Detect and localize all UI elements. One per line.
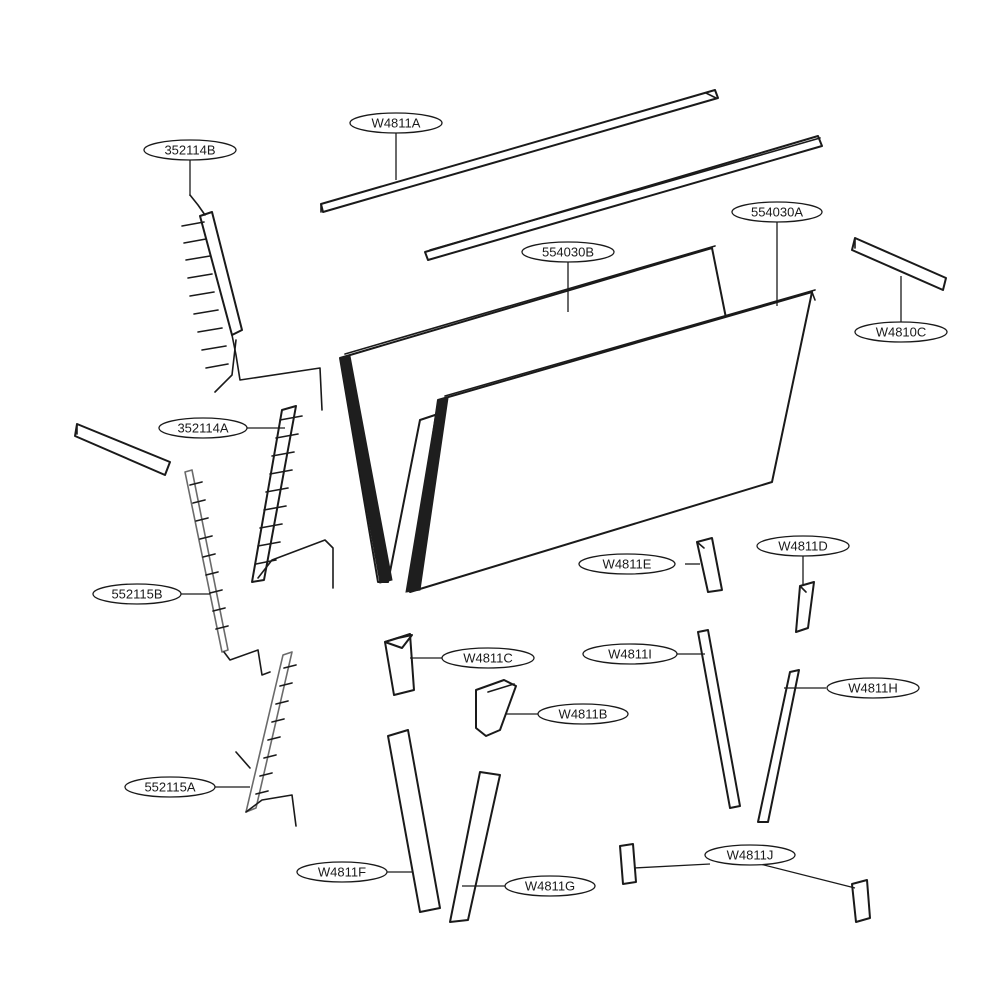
- callout-w4811e: W4811E: [578, 553, 676, 575]
- part-grille-352114a: [251, 405, 334, 589]
- part-strip-552115b: [184, 469, 271, 676]
- callout-label: W4811F: [318, 865, 366, 880]
- callout-label: 352114A: [177, 421, 228, 436]
- part-strip-w4811g: [449, 771, 501, 923]
- callout-w4811b: W4811B: [537, 703, 629, 725]
- callout-w4811f: W4811F: [296, 861, 388, 883]
- part-block-w4811b: [475, 679, 517, 737]
- callout-label: W4811C: [463, 651, 513, 666]
- callout-w4810c: W4810C: [854, 321, 948, 343]
- callout-w4811j: W4811J: [704, 844, 796, 866]
- callout-label: 554030A: [751, 205, 803, 220]
- callout-w4811a: W4811A: [349, 112, 443, 134]
- callout-label: W4811G: [525, 879, 575, 894]
- part-pad-w4811j-right: [851, 879, 871, 923]
- part-rail-w4811a: [320, 89, 719, 213]
- callout-label: W4811A: [372, 116, 421, 131]
- part-panel-554030b: [339, 245, 727, 584]
- callout-label: 552115A: [144, 780, 195, 795]
- part-grille-352114b: [181, 194, 323, 411]
- callout-w4811h: W4811H: [826, 677, 920, 699]
- callout-label: W4811B: [559, 707, 608, 722]
- strip-fins-552115b: [189, 481, 229, 630]
- callout-552115a: 552115A: [124, 776, 216, 798]
- callout-352114b: 352114B: [143, 139, 237, 161]
- part-rail-lower: [424, 135, 823, 261]
- callout-554030a: 554030A: [731, 201, 823, 223]
- callout-w4811d: W4811D: [756, 535, 850, 557]
- part-strip-w4811f: [387, 729, 441, 913]
- part-bracket-w4811e: [696, 537, 723, 593]
- grille-fins-352114b: [181, 221, 229, 369]
- callout-label: 352114B: [164, 143, 215, 158]
- grille-fins-352114a: [255, 415, 303, 565]
- callout-w4811i: W4811I: [582, 643, 678, 665]
- callout-label: W4811I: [608, 647, 652, 662]
- callout-w4811c: W4811C: [441, 647, 535, 669]
- leader-lines: [181, 132, 902, 889]
- callout-554030b: 554030B: [521, 241, 615, 263]
- callout-label: W4811E: [603, 557, 652, 572]
- callout-label: W4811D: [778, 539, 828, 554]
- callout-label: W4811H: [848, 681, 898, 696]
- part-strip-552115a: [235, 651, 297, 827]
- part-rail-left: [74, 423, 171, 476]
- callout-label: W4810C: [876, 325, 927, 340]
- part-strip-w4811h: [757, 669, 800, 823]
- callout-label: W4811J: [727, 848, 774, 863]
- part-rail-w4810c: [851, 237, 947, 291]
- strip-fins-552115a: [255, 664, 297, 795]
- callout-w4811g: W4811G: [504, 875, 596, 897]
- part-strip-w4811i: [697, 629, 741, 809]
- callout-label: 554030B: [542, 245, 594, 260]
- callout-label: 552115B: [111, 587, 162, 602]
- part-panel-554030a: [405, 289, 816, 593]
- callout-552115b: 552115B: [92, 583, 182, 605]
- part-bracket-w4811d: [795, 581, 815, 633]
- part-bracket-w4811c: [384, 633, 415, 696]
- callout-352114a: 352114A: [158, 417, 248, 439]
- part-pad-w4811j-left: [619, 843, 637, 885]
